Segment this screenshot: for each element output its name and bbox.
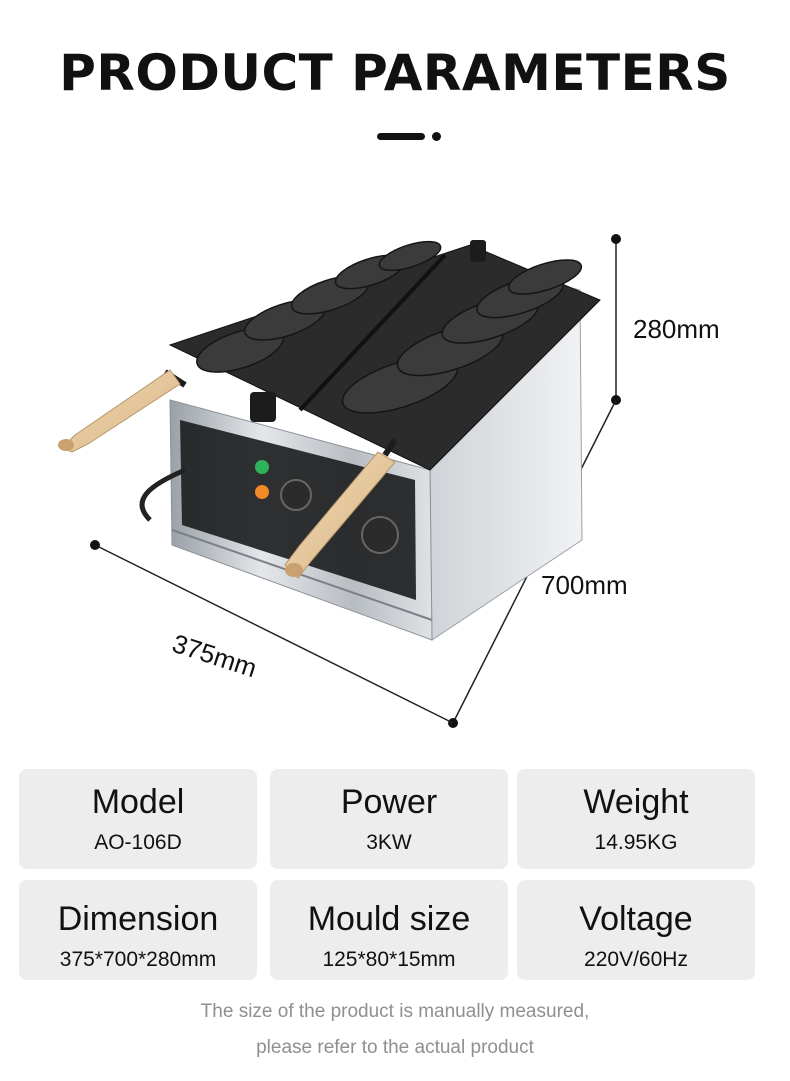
- spec-name: Voltage: [579, 900, 693, 938]
- spec-card-voltage: Voltage 220V/60Hz: [517, 880, 755, 980]
- spec-value: 375*700*280mm: [59, 948, 217, 971]
- spec-name: Weight: [583, 783, 689, 821]
- spec-name: Mould size: [307, 900, 471, 938]
- spec-card-mould-size: Mould size 125*80*15mm: [270, 880, 508, 980]
- spec-card-power: Power 3KW: [270, 769, 508, 869]
- waffle-machine: [58, 240, 601, 641]
- right-handle: [284, 438, 398, 579]
- left-handle: [58, 369, 187, 453]
- spec-value: 220V/60Hz: [584, 948, 688, 971]
- spec-card-weight: Weight 14.95KG: [517, 769, 755, 869]
- depth-dimension-label: 700mm: [541, 570, 628, 600]
- height-dimension-label: 280mm: [633, 314, 720, 344]
- spec-value: 3KW: [366, 831, 412, 854]
- title-decoration: [377, 130, 447, 144]
- spec-value: 14.95KG: [594, 831, 678, 854]
- footnote-line-1: The size of the product is manually meas…: [200, 1001, 590, 1022]
- spec-name: Dimension: [57, 900, 219, 938]
- title-decoration-dot: [432, 132, 441, 141]
- spec-value: AO-106D: [94, 831, 182, 854]
- spec-name: Power: [340, 783, 438, 821]
- spec-value: 125*80*15mm: [322, 948, 456, 971]
- footnote-line-2: please refer to the actual product: [256, 1037, 534, 1058]
- title-decoration-bar: [377, 133, 425, 140]
- spec-name: Model: [91, 783, 185, 821]
- spec-card-dimension: Dimension 375*700*280mm: [19, 880, 257, 980]
- page-title: PRODUCT PARAMETERS: [59, 44, 731, 102]
- product-illustration: [58, 234, 621, 728]
- spec-card-model: Model AO-106D: [19, 769, 257, 869]
